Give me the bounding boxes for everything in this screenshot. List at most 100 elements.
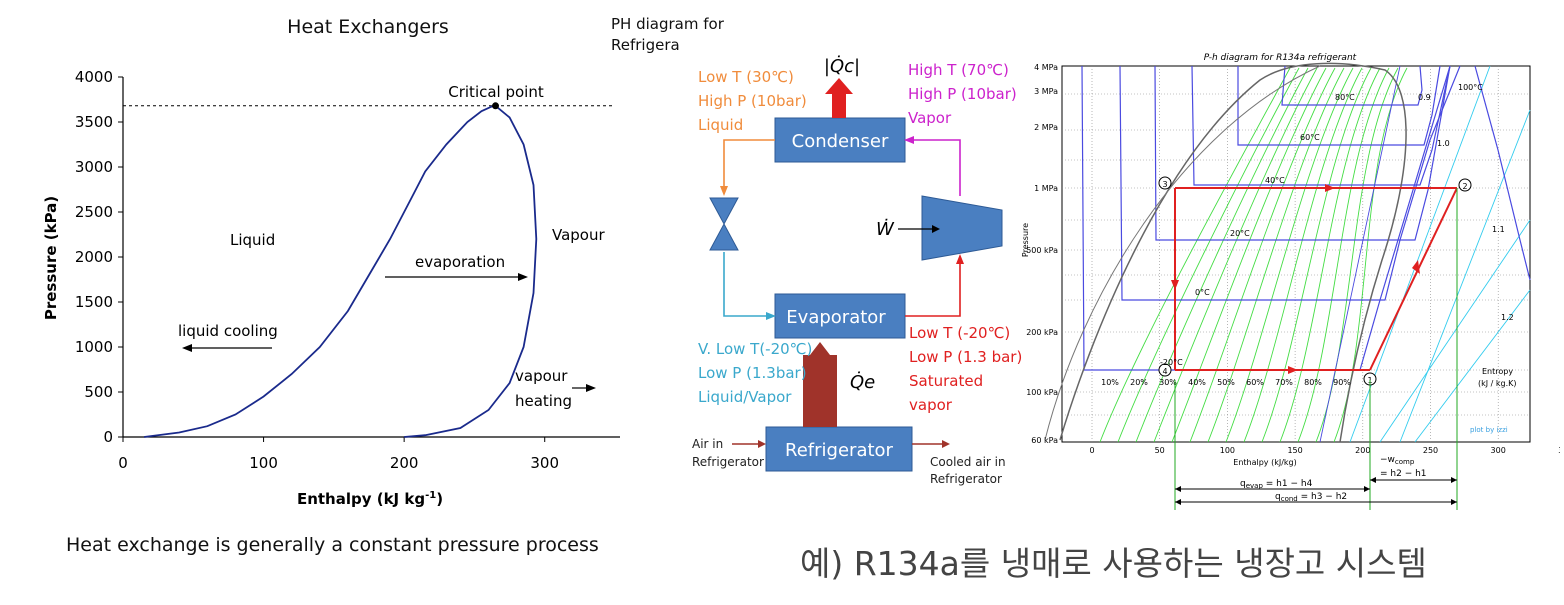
cyan-mixture-line	[723, 252, 768, 317]
svg-text:100 kPa: 100 kPa	[1026, 388, 1058, 397]
svg-text:-20°C: -20°C	[1160, 358, 1183, 367]
air-in-label-1: Air in	[692, 437, 723, 451]
q-cond-label: qcond = h3 − h2	[1275, 492, 1347, 503]
liquid-cooling-arrowhead	[182, 344, 192, 352]
svg-text:250: 250	[1423, 446, 1438, 455]
saturated-vapour-curve	[404, 105, 538, 438]
evap-in-phase: Liquid/Vapor	[698, 388, 792, 406]
condenser-box	[774, 117, 906, 163]
orange-liquid-line	[723, 139, 775, 188]
svg-text:1.2: 1.2	[1501, 313, 1514, 322]
evaporator-label: Evaporator	[786, 307, 886, 328]
r134a-quality-labels: 10%20%30%40%50%60%70%80%90%	[1101, 378, 1351, 387]
air-out-label-1: Cooled air in	[930, 455, 1006, 469]
svg-text:50%: 50%	[1217, 378, 1235, 387]
x-tick-label: 100	[249, 454, 278, 472]
ph-diagram-title: PH diagram for Refrigera	[611, 15, 724, 54]
r134a-entropy-labels: 0.9 1.0 1.1 1.2 Entropy (kJ / kg.K)	[1418, 93, 1517, 388]
svg-text:Entropy: Entropy	[1482, 367, 1513, 376]
refrigeration-cycle-diagram: Condenser Evaporator Refrigerator |Q̇c| …	[692, 56, 1022, 486]
svg-text:1.0: 1.0	[1437, 139, 1450, 148]
evap-out-pressure: Low P (1.3 bar)	[909, 348, 1022, 366]
svg-text:0.9: 0.9	[1418, 93, 1431, 102]
cond-in-temp: Low T (30℃)	[698, 68, 794, 86]
orange-arrowhead	[720, 186, 728, 196]
qc-arrowhead	[825, 78, 853, 94]
r134a-state-points: 1 2 3 4	[1158, 176, 1472, 386]
vapour-label: Vapour	[552, 226, 605, 244]
liquid-cooling-label: liquid cooling	[178, 322, 278, 340]
svg-text:20%: 20%	[1130, 378, 1148, 387]
r134a-x-label: Enthalpy (kJ/kg)	[1233, 458, 1296, 467]
y-tick-label: 4000	[75, 68, 113, 86]
svg-text:200 kPa: 200 kPa	[1026, 328, 1058, 337]
svg-text:80%: 80%	[1304, 378, 1322, 387]
y-tick-label: 0	[103, 428, 113, 446]
air-out-label-2: Refrigerator	[930, 472, 1002, 486]
comp-out-phase: Vapor	[908, 109, 952, 127]
svg-text:10%: 10%	[1101, 378, 1119, 387]
y-tick-label: 2000	[75, 248, 113, 266]
svg-text:30%: 30%	[1159, 378, 1177, 387]
critical-point-marker	[492, 102, 500, 110]
svg-text:0°C: 0°C	[1195, 288, 1210, 297]
red-arrowhead	[956, 254, 964, 264]
evap-in-temp: V. Low T(-20℃)	[698, 340, 812, 358]
critical-point-label: Critical point	[448, 83, 544, 101]
r134a-dimension-arrows	[1175, 479, 1457, 503]
evap-in-pressure: Low P (1.3bar)	[698, 364, 807, 382]
svg-text:500 kPa: 500 kPa	[1026, 246, 1058, 255]
svg-text:4 MPa: 4 MPa	[1034, 63, 1058, 72]
r134a-x-ticks: 050100150200250300350	[1089, 446, 1560, 455]
y-axis-label: Pressure (kPa)	[42, 196, 60, 320]
magenta-arrowhead	[904, 136, 914, 144]
qc-label: |Q̇c|	[824, 56, 860, 77]
red-vapor-line	[905, 262, 961, 317]
svg-text:4: 4	[1162, 367, 1167, 376]
left-caption: Heat exchange is generally a constant pr…	[66, 534, 599, 556]
liquid-label: Liquid	[230, 231, 275, 249]
r134a-dimension-arrowheads	[1175, 477, 1457, 505]
r134a-dome-outer	[1044, 65, 1321, 441]
vapour-heating-label-1: vapour	[515, 367, 568, 385]
x-axis-label: Enthalpy (kJ kg-1)	[297, 490, 443, 508]
r134a-dimension-guides	[1174, 188, 1458, 510]
svg-text:200: 200	[1355, 446, 1370, 455]
condenser-label: Condenser	[792, 131, 889, 152]
evaporation-label: evaporation	[415, 253, 505, 271]
evap-out-temp: Low T (-20℃)	[909, 324, 1010, 342]
svg-text:60%: 60%	[1246, 378, 1264, 387]
w-comp-eq: = h2 − h1	[1380, 469, 1427, 479]
svg-text:1.1: 1.1	[1492, 225, 1505, 234]
svg-text:80°C: 80°C	[1335, 93, 1355, 102]
y-tick-label: 1000	[75, 338, 113, 356]
x-tick-label: 200	[390, 454, 419, 472]
w-comp-label: −wcomp	[1380, 455, 1415, 466]
r134a-cycle	[1171, 184, 1458, 374]
compressor	[921, 195, 1003, 261]
evap-out-phase-2: vapor	[909, 396, 953, 414]
magenta-vapor-line	[912, 139, 961, 196]
cyan-arrowhead	[766, 312, 776, 320]
qe-label: Q̇e	[850, 372, 875, 393]
svg-text:0: 0	[1089, 446, 1094, 455]
svg-text:40%: 40%	[1188, 378, 1206, 387]
svg-text:20°C: 20°C	[1230, 229, 1250, 238]
saturated-liquid-curve	[143, 104, 496, 438]
r134a-entropy-lines	[1319, 65, 1531, 443]
evaporation-arrowhead	[518, 273, 528, 281]
r134a-title: P-h diagram for R134a refrigerant	[1204, 53, 1357, 63]
svg-text:40°C: 40°C	[1265, 176, 1285, 185]
r134a-pressure-labels: 4 MPa 3 MPa 2 MPa 1 MPa 500 kPa 200 kPa …	[1026, 63, 1058, 445]
x-tick-label: 0	[118, 454, 128, 472]
vapour-heating-arrowhead	[586, 384, 596, 392]
evaporator-box	[774, 293, 906, 339]
svg-text:2: 2	[1462, 182, 1467, 191]
chart-title: Heat Exchangers	[287, 16, 449, 38]
work-label: Ẇ	[876, 219, 895, 240]
svg-text:1 MPa: 1 MPa	[1034, 184, 1058, 193]
r134a-temp-labels: 80°C 60°C 40°C 20°C 0°C -20°C 100°C	[1160, 83, 1483, 367]
y-tick-label: 3500	[75, 113, 113, 131]
